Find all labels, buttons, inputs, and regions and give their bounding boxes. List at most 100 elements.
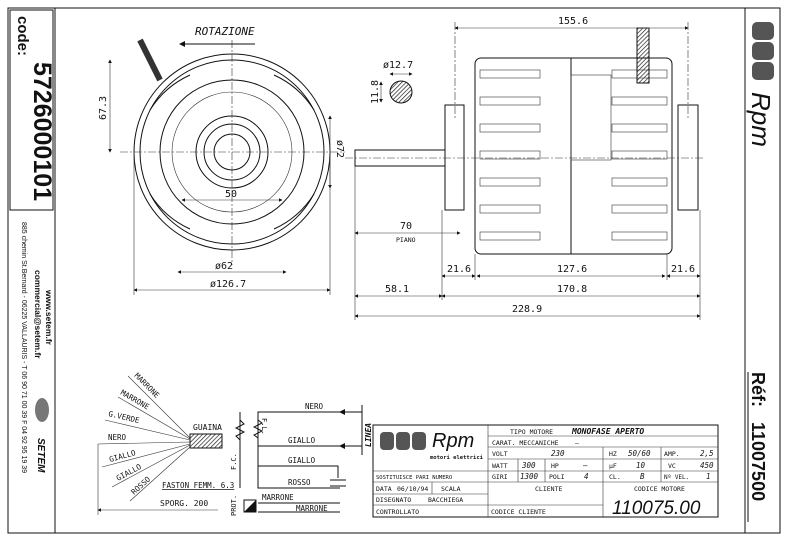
uf-label: µF xyxy=(609,462,617,470)
email: commercial@setem.fr xyxy=(33,270,43,359)
cooling-fin xyxy=(479,123,541,133)
website: www.setem.fr xyxy=(44,289,54,346)
code-value: 5726000101 xyxy=(28,62,56,201)
cooling-fin xyxy=(611,123,668,133)
dim-diam-62: ø62 xyxy=(215,261,233,272)
codice-cliente-label: CODICE CLIENTE xyxy=(491,508,546,516)
title-logo-sub: motori elettrici xyxy=(430,455,484,461)
dim-170-8: 170.8 xyxy=(557,284,587,295)
schematic-fl: F.L. xyxy=(260,418,268,435)
uf-value: 10 xyxy=(636,461,646,470)
vc-value: 450 xyxy=(700,461,714,470)
cooling-fin xyxy=(479,150,541,160)
cl-value: B xyxy=(640,472,645,481)
dim-127-6: 127.6 xyxy=(557,264,587,275)
drawing-frame xyxy=(7,7,781,534)
dim-50: 50 xyxy=(225,189,237,200)
wire-label: ROSSO xyxy=(129,474,152,496)
amp-value: 2,5 xyxy=(700,449,714,458)
poli-label: POLI xyxy=(549,473,565,481)
rpm-title-logo-icon xyxy=(380,432,426,450)
schematic-marrone-2: MARRONE xyxy=(296,504,328,513)
dim-21-6-right: 21.6 xyxy=(671,264,695,275)
hp-label: HP xyxy=(551,462,559,470)
schematic-prot: PROT. xyxy=(230,495,238,516)
schematic-rosso: ROSSO xyxy=(288,478,311,487)
cooling-fin xyxy=(479,231,541,241)
shaft-section: ø12.7 11.8 xyxy=(370,60,413,104)
codice-motore-label: CODICE MOTORE xyxy=(634,485,685,493)
dim-21-6-left: 21.6 xyxy=(447,264,471,275)
amp-label: AMP. xyxy=(664,450,680,458)
dim-diam-12-7: ø12.7 xyxy=(383,60,413,71)
wiring-schematic: NERO GIALLO GIALLO ROSSO MARRONE MARRONE… xyxy=(230,402,373,516)
dim-diam-72: ø72 xyxy=(334,140,345,158)
cooling-fin xyxy=(479,96,541,106)
cl-label: CL. xyxy=(609,473,621,481)
wire-label: G.VERDE xyxy=(108,409,141,425)
dim-228-9: 228.9 xyxy=(512,304,542,315)
schematic-giallo-1: GIALLO xyxy=(288,436,316,445)
right-panel: Rpm Réf: 11007500 xyxy=(746,22,776,522)
volt-value: 230 xyxy=(551,449,565,458)
cooling-fin xyxy=(611,150,668,160)
rpm-logo-icon xyxy=(752,22,774,80)
sporg-label: SPORG. 200 xyxy=(160,499,208,508)
address: 885 chemin St.Bernard - 06225 VALLAURIS … xyxy=(20,222,27,473)
schematic-giallo-2: GIALLO xyxy=(288,456,316,465)
wire-label: MARRONE xyxy=(119,388,151,412)
watt-value: 300 xyxy=(521,461,536,470)
data-value: 06/10/94 xyxy=(397,485,428,493)
cooling-fin xyxy=(611,177,668,187)
faston-label: FASTON FEMM. 6.3 xyxy=(162,481,234,490)
dim-58-1: 58.1 xyxy=(385,284,409,295)
disegnato-value: BACCHIEGA xyxy=(428,496,463,504)
nvel-value: 1 xyxy=(706,472,711,481)
code-label: code: xyxy=(14,16,31,56)
carat-label: CARAT. MECCANICHE xyxy=(492,439,559,447)
codice-motore-value: 110075.00 xyxy=(612,498,701,519)
data-label: DATA xyxy=(376,485,392,493)
hz-label: HZ xyxy=(609,450,617,458)
schematic-linea: LINEA xyxy=(364,423,373,447)
giri-value: 1300 xyxy=(520,472,539,481)
giri-label: GIRI xyxy=(492,473,508,481)
code-box xyxy=(9,9,54,211)
watt-label: WATT xyxy=(492,462,508,470)
wiring-harness: GUAINA MARRONE MARRONE G.VERDE NERO GIAL… xyxy=(97,371,234,515)
cooling-fin xyxy=(611,96,668,106)
dim-70: 70 xyxy=(400,221,412,232)
volt-label: VOLT xyxy=(492,450,508,458)
cooling-fin xyxy=(479,177,541,187)
hp-value: — xyxy=(583,461,588,470)
poli-value: 4 xyxy=(584,472,589,481)
schematic-marrone-1: MARRONE xyxy=(262,493,294,502)
left-panel: code: 5726000101 www.setem.fr commercial… xyxy=(9,9,56,473)
wire-label: NERO xyxy=(108,433,127,442)
title-block: Rpm motori elettrici SOSTITUISCE PARI NU… xyxy=(372,424,719,519)
ref-label: Réf: xyxy=(748,372,768,407)
scala-label: SCALA xyxy=(441,485,461,493)
setem-logo: SETEM xyxy=(35,438,46,473)
guaina-label: GUAINA xyxy=(193,423,222,432)
carat-value: — xyxy=(575,439,579,447)
cooling-fin xyxy=(611,231,668,241)
nvel-label: Nº VEL. xyxy=(664,474,689,481)
cooling-fin xyxy=(479,69,541,79)
rpm-logo: Rpm xyxy=(746,92,776,147)
setem-logo-icon xyxy=(35,398,49,422)
side-view: 155.6 70 PIANO 21.6 127.6 21.6 58.1 170.… xyxy=(345,16,705,320)
cooling-fin xyxy=(611,204,668,214)
schematic-nero: NERO xyxy=(305,402,324,411)
hz-value: 50/60 xyxy=(628,449,651,458)
piano-label: PIANO xyxy=(396,236,416,244)
dim-diam-126: ø126.7 xyxy=(210,279,246,290)
rotation-label: ROTAZIONE xyxy=(195,25,255,38)
controllato-label: CONTROLLATO xyxy=(376,508,419,516)
tipo-motore-label: TIPO MOTORE xyxy=(510,428,553,436)
dim-11-8: 11.8 xyxy=(370,80,381,104)
cliente-label: CLIENTE xyxy=(535,485,562,493)
vc-label: VC xyxy=(668,462,676,470)
cooling-fin xyxy=(479,204,541,214)
